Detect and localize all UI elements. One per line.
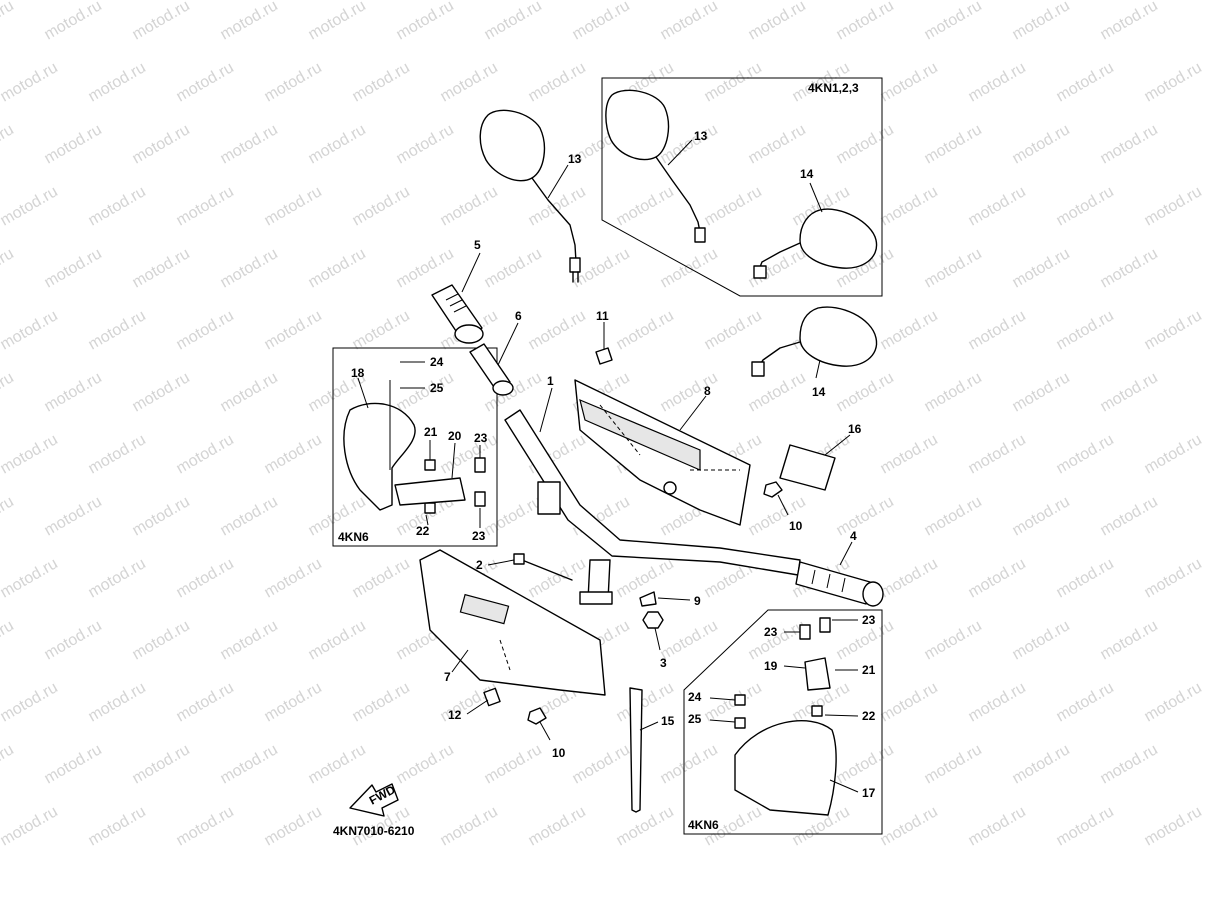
part-grip-right: [795, 561, 884, 607]
callout-4: 4: [850, 529, 857, 543]
part-hand-guard-left: [343, 380, 486, 514]
callout-23-right-right: 23: [862, 613, 876, 627]
callout-23-right-left: 23: [764, 625, 778, 639]
part-hand-guard-right: [734, 617, 837, 816]
callout-10-upper: 10: [789, 519, 803, 533]
callout-17: 17: [862, 786, 876, 800]
left-guard-variant-box: 4KN6: [332, 347, 498, 547]
part-mirror-box-14: [753, 208, 878, 279]
callout-18: 18: [351, 366, 365, 380]
part-bolt-10-lower: [527, 707, 547, 725]
callout-3: 3: [660, 656, 667, 670]
callout-12: 12: [448, 708, 462, 722]
part-grip-left: [431, 284, 484, 344]
callout-2: 2: [476, 558, 483, 572]
callout-15: 15: [661, 714, 675, 728]
callout-9: 9: [694, 594, 701, 608]
part-bolt-2: [513, 553, 573, 581]
part-lower-cover: [419, 549, 606, 696]
callout-5: 5: [474, 238, 481, 252]
left-guard-variant-label: 4KN6: [338, 530, 369, 544]
callout-22-right: 22: [862, 709, 876, 723]
part-upper-cover: [574, 379, 751, 526]
callout-6: 6: [515, 309, 522, 323]
callout-14-box: 14: [800, 167, 814, 181]
part-handlebar: [504, 409, 801, 605]
callout-25-left: 25: [430, 381, 444, 395]
fwd-arrow: FWD: [349, 782, 399, 817]
callout-24-left: 24: [430, 355, 444, 369]
part-nut-12: [483, 687, 501, 707]
callout-23-left-top: 23: [474, 431, 488, 445]
mirror-variant-box: 4KN1,2,3: [601, 77, 883, 297]
part-bolt-10-upper: [763, 481, 783, 498]
callout-13-mirror: 13: [568, 152, 582, 166]
part-throttle-tube: [469, 343, 514, 396]
callout-14-mirror: 14: [812, 385, 826, 399]
right-guard-variant-label: 4KN6: [688, 818, 719, 832]
callout-21-right: 21: [862, 663, 876, 677]
right-guard-variant-box: 4KN6: [683, 609, 883, 835]
callout-21-left: 21: [424, 425, 438, 439]
callouts: 13 13 14 14 5 6 11 1 8 16 10 4 2 9 3 7 1…: [351, 129, 876, 800]
callout-1: 1: [547, 374, 554, 388]
callout-24-right: 24: [688, 690, 702, 704]
part-screw-9: [639, 591, 657, 607]
callout-20: 20: [448, 429, 462, 443]
callout-23-left-bottom: 23: [472, 529, 486, 543]
part-mirror-right: [751, 306, 878, 377]
callout-16: 16: [848, 422, 862, 436]
callout-7: 7: [444, 670, 451, 684]
part-label-sticker: [779, 444, 836, 491]
diagram-code: 4KN7010-6210: [333, 824, 415, 838]
part-mirror-left: [479, 109, 581, 283]
part-cable-tie: [629, 687, 643, 813]
mirror-variant-label: 4KN1,2,3: [808, 81, 859, 95]
callout-10-lower: 10: [552, 746, 566, 760]
callout-11: 11: [596, 309, 609, 323]
callout-13-box: 13: [694, 129, 708, 143]
callout-22-left: 22: [416, 524, 430, 538]
part-mirror-box-13: [605, 89, 706, 243]
callout-19: 19: [764, 659, 778, 673]
callout-8: 8: [704, 384, 711, 398]
part-nut-3: [642, 611, 664, 629]
callout-25-right: 25: [688, 712, 702, 726]
